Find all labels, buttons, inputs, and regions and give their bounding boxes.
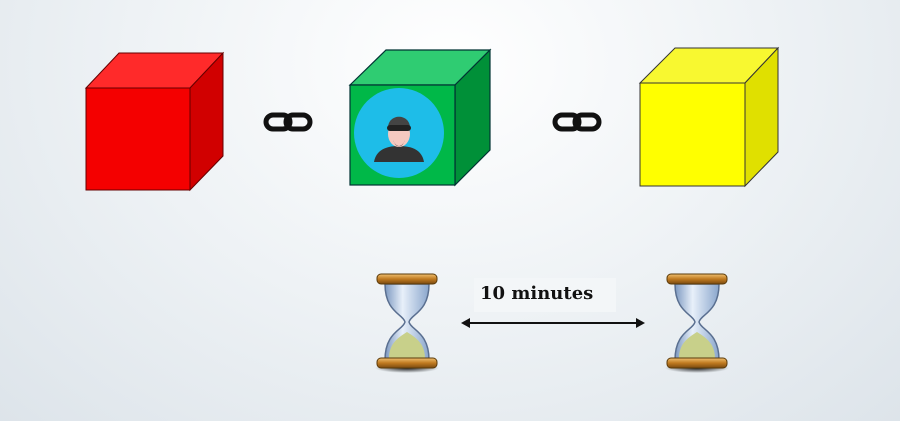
chain-link-icon bbox=[555, 115, 599, 129]
chain-link-icon bbox=[266, 115, 310, 129]
green-block bbox=[348, 48, 492, 187]
red-block bbox=[84, 51, 225, 192]
interval-label-box bbox=[474, 278, 616, 312]
yellow-block bbox=[638, 46, 780, 188]
hacker-avatar-icon bbox=[354, 88, 444, 178]
interval-label: 10 minutes bbox=[480, 283, 594, 304]
interval-arrow bbox=[461, 318, 645, 328]
hourglass-icon bbox=[664, 273, 730, 374]
hourglass-icon bbox=[374, 273, 440, 374]
